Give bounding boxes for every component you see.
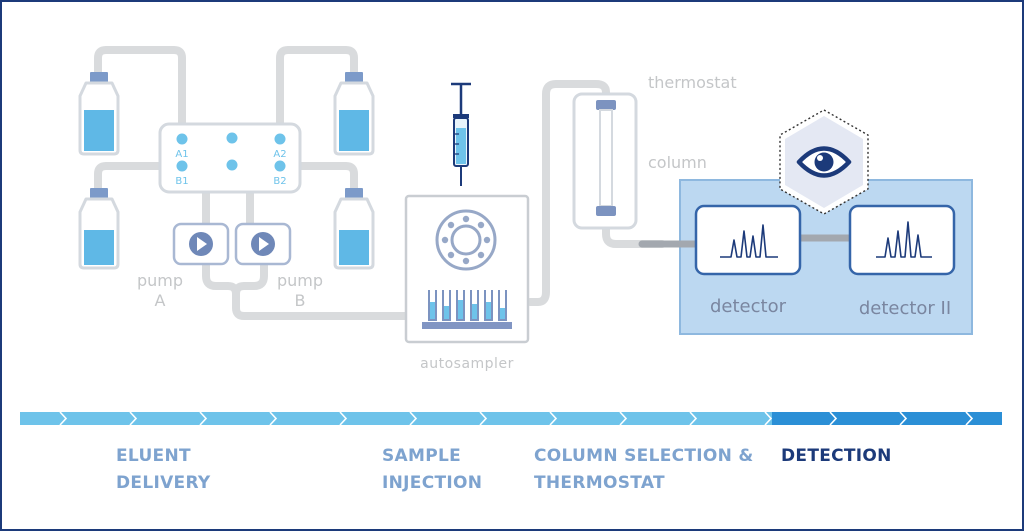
progress-bar-active — [772, 412, 1002, 425]
stage-sample-injection: SAMPLE INJECTION — [382, 443, 482, 497]
stage-detection-line1: DETECTION — [781, 446, 892, 466]
injection-valve — [435, 209, 497, 271]
eye-badge — [779, 109, 869, 215]
stage-column-line1: COLUMN SELECTION & — [534, 446, 754, 466]
port-a1 — [176, 133, 188, 145]
column-thermostat — [572, 92, 638, 230]
chromatogram-icon — [720, 224, 778, 258]
stage-eluent-line1: ELUENT — [116, 446, 191, 466]
chromatogram-icon — [876, 221, 932, 258]
syringe-icon — [451, 82, 471, 186]
port-b1 — [176, 160, 188, 172]
tube-b1 — [94, 162, 178, 196]
thermostat-label: thermostat — [648, 73, 737, 92]
stage-eluent-line2: DELIVERY — [116, 473, 211, 493]
port-center-top — [226, 132, 238, 144]
stage-column-selection: COLUMN SELECTION & THERMOSTAT — [534, 443, 754, 497]
tube-autosampler-column — [526, 80, 610, 306]
valve-label-b2: B2 — [273, 176, 286, 187]
tube-a2 — [276, 46, 358, 141]
progress-bar-light — [20, 412, 772, 425]
port-b2 — [274, 160, 286, 172]
sample-vials — [422, 290, 512, 329]
pump-b-letter: B — [295, 291, 306, 310]
autosampler — [404, 194, 530, 344]
autosampler-label: autosampler — [420, 356, 514, 372]
progress-bar — [20, 411, 1002, 426]
detector-ii-label: detector II — [859, 298, 951, 319]
detector-ii — [848, 204, 956, 276]
tube-pump-b-out — [232, 256, 268, 298]
pump-a-label: pump — [137, 271, 183, 290]
stage-injection-line1: SAMPLE — [382, 446, 462, 466]
stage-eluent-delivery: ELUENT DELIVERY — [116, 443, 211, 497]
stage-injection-line2: INJECTION — [382, 473, 483, 493]
valve-label-a1: A1 — [175, 149, 188, 160]
bottle-a1 — [78, 72, 120, 156]
tube-pump-a-out — [202, 256, 240, 306]
port-center-bottom — [226, 159, 238, 171]
detector-label: detector — [710, 296, 787, 317]
eye-icon — [796, 146, 852, 178]
pump-a — [172, 222, 230, 266]
tube-to-autosampler — [232, 298, 410, 320]
tube-a1 — [94, 46, 186, 141]
pump-b-label: pump — [277, 271, 323, 290]
stage-detection: DETECTION — [781, 443, 892, 470]
pump-b — [234, 222, 292, 266]
port-a2 — [274, 133, 286, 145]
column-label: column — [648, 153, 707, 172]
tube-b2 — [288, 162, 358, 196]
bottle-b1 — [78, 188, 120, 270]
pump-a-letter: A — [155, 291, 166, 310]
detector — [694, 204, 802, 276]
bottle-a2 — [333, 72, 375, 156]
valve-label-b1: B1 — [175, 176, 188, 187]
valve-label-a2: A2 — [273, 149, 286, 160]
tube-column-detector — [602, 216, 666, 248]
bottle-b2 — [333, 188, 375, 270]
gradient-valve: A1 B1 A2 B2 — [158, 122, 302, 194]
stage-column-line2: THERMOSTAT — [534, 473, 665, 493]
